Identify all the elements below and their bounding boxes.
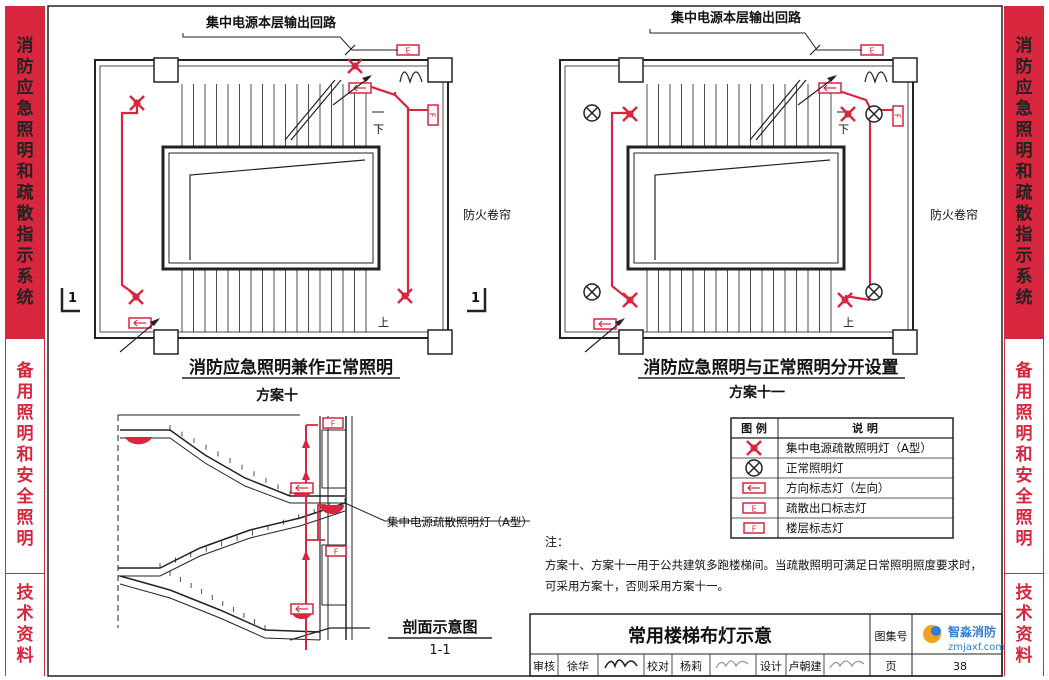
watermark-url: zmjaxf.com <box>948 642 1005 653</box>
note-line-2: 可采用方案十，否则采用方案十一。 <box>545 579 729 593</box>
legend-row-2: 正常照明灯 <box>786 461 844 475</box>
legend-row-3: 方向标志灯（左向） <box>786 481 890 495</box>
plan-left-caption: 消防应急照明兼作正常照明 <box>189 357 393 378</box>
plan-left-up-label: 上 <box>378 316 389 329</box>
watermark-name: 智淼消防 <box>947 624 996 639</box>
title-block-design: 设计 <box>760 660 782 673</box>
legend-head-symbol: 图 例 <box>741 421 767 435</box>
title-block-checker: 杨莉 <box>680 659 702 673</box>
plan-scheme-11: 下 上 集中电源本层输出回路 防火卷帘 消防 <box>559 10 978 401</box>
floor-sign-icon <box>743 522 765 535</box>
left-sidebar-section-2: 备用照明和安全照明 <box>5 338 45 574</box>
plan-left-scheme: 方案十 <box>256 387 298 404</box>
section-caption: 剖面示意图 <box>402 618 477 636</box>
title-block-review: 审核 <box>533 659 555 673</box>
title-block: 常用楼梯布灯示意 图集号 审核 徐华 校对 杨莉 设计 卢朝建 页 38 <box>529 613 1003 677</box>
left-sidebar: 消防应急照明和疏散指示系统 备用照明和安全照明 技术资料 <box>5 6 45 676</box>
left-sidebar-section-3: 技术资料 <box>5 573 45 676</box>
title-block-page-label: 页 <box>886 660 897 673</box>
title-block-check: 校对 <box>647 659 669 673</box>
section-lamp-label: 集中电源疏散照明灯（A型） <box>387 515 533 529</box>
section-sub: 1-1 <box>429 643 450 658</box>
plan-right-caption: 消防应急照明与正常照明分开设置 <box>644 357 899 378</box>
right-sidebar-section-2: 备用照明和安全照明 <box>1004 338 1044 574</box>
legend-row-4: 疏散出口标志灯 <box>786 501 867 515</box>
designer-signature <box>829 660 865 669</box>
legend-row-1: 集中电源疏散照明灯（A型） <box>786 441 932 455</box>
title-block-reviewer: 徐华 <box>567 659 589 673</box>
emergency-lamp-icon <box>745 439 763 457</box>
reviewer-signature <box>604 659 638 669</box>
checker-signature <box>715 660 749 669</box>
title-block-page-no: 38 <box>953 660 967 673</box>
title-block-title: 常用楼梯布灯示意 <box>628 625 772 647</box>
plan-right-feed-label: 集中电源本层输出回路 <box>670 10 802 26</box>
normal-lamp-icon <box>745 459 763 477</box>
plan-left-down-label: 下 <box>373 123 384 136</box>
plan-left-feed-label: 集中电源本层输出回路 <box>205 15 337 31</box>
sheet-border <box>47 5 1003 677</box>
right-sidebar-section-3: 技术资料 <box>1004 573 1044 676</box>
plan-scheme-10: 下 上 集中电源本层输出回路 防火卷帘 1 1 <box>60 15 511 404</box>
note-line-1: 方案十、方案十一用于公共建筑多跑楼梯间。当疏散照明可满足日常照明照度要求时， <box>545 558 982 572</box>
watermark: 智淼消防 zmjaxf.com <box>923 624 1005 653</box>
direction-sign-icon <box>742 482 766 494</box>
plan-left-section-mark-r: 1 <box>471 291 480 306</box>
legend-row-5: 楼层标志灯 <box>786 521 844 535</box>
left-sidebar-section-1: 消防应急照明和疏散指示系统 <box>5 6 45 339</box>
plan-left-section-mark-l: 1 <box>68 291 77 306</box>
exit-sign-icon <box>742 502 766 515</box>
plan-right-down-label: 下 <box>838 123 849 136</box>
right-sidebar: 消防应急照明和疏散指示系统 备用照明和安全照明 技术资料 <box>1004 6 1044 676</box>
plan-right-up-label: 上 <box>843 316 854 329</box>
title-block-atlas-label: 图集号 <box>875 629 908 643</box>
legend-table: 图 例 说 明 集中电源疏散照明灯（A型） 正常照明灯 方向标志灯（左向） 疏散… <box>730 417 954 539</box>
plan-right-shutter-label: 防火卷帘 <box>930 207 978 222</box>
right-sidebar-section-1: 消防应急照明和疏散指示系统 <box>1004 6 1044 339</box>
plan-right-scheme: 方案十一 <box>729 384 785 401</box>
legend-head-desc: 说 明 <box>852 421 878 435</box>
title-block-designer: 卢朝建 <box>789 659 822 673</box>
section-view: 集中电源疏散照明灯（A型） 剖面示意图 1-1 <box>117 414 533 658</box>
note-title: 注： <box>545 534 569 549</box>
plan-left-shutter-label: 防火卷帘 <box>463 207 511 222</box>
note: 注： 方案十、方案十一用于公共建筑多跑楼梯间。当疏散照明可满足日常照明照度要求时… <box>545 534 982 593</box>
